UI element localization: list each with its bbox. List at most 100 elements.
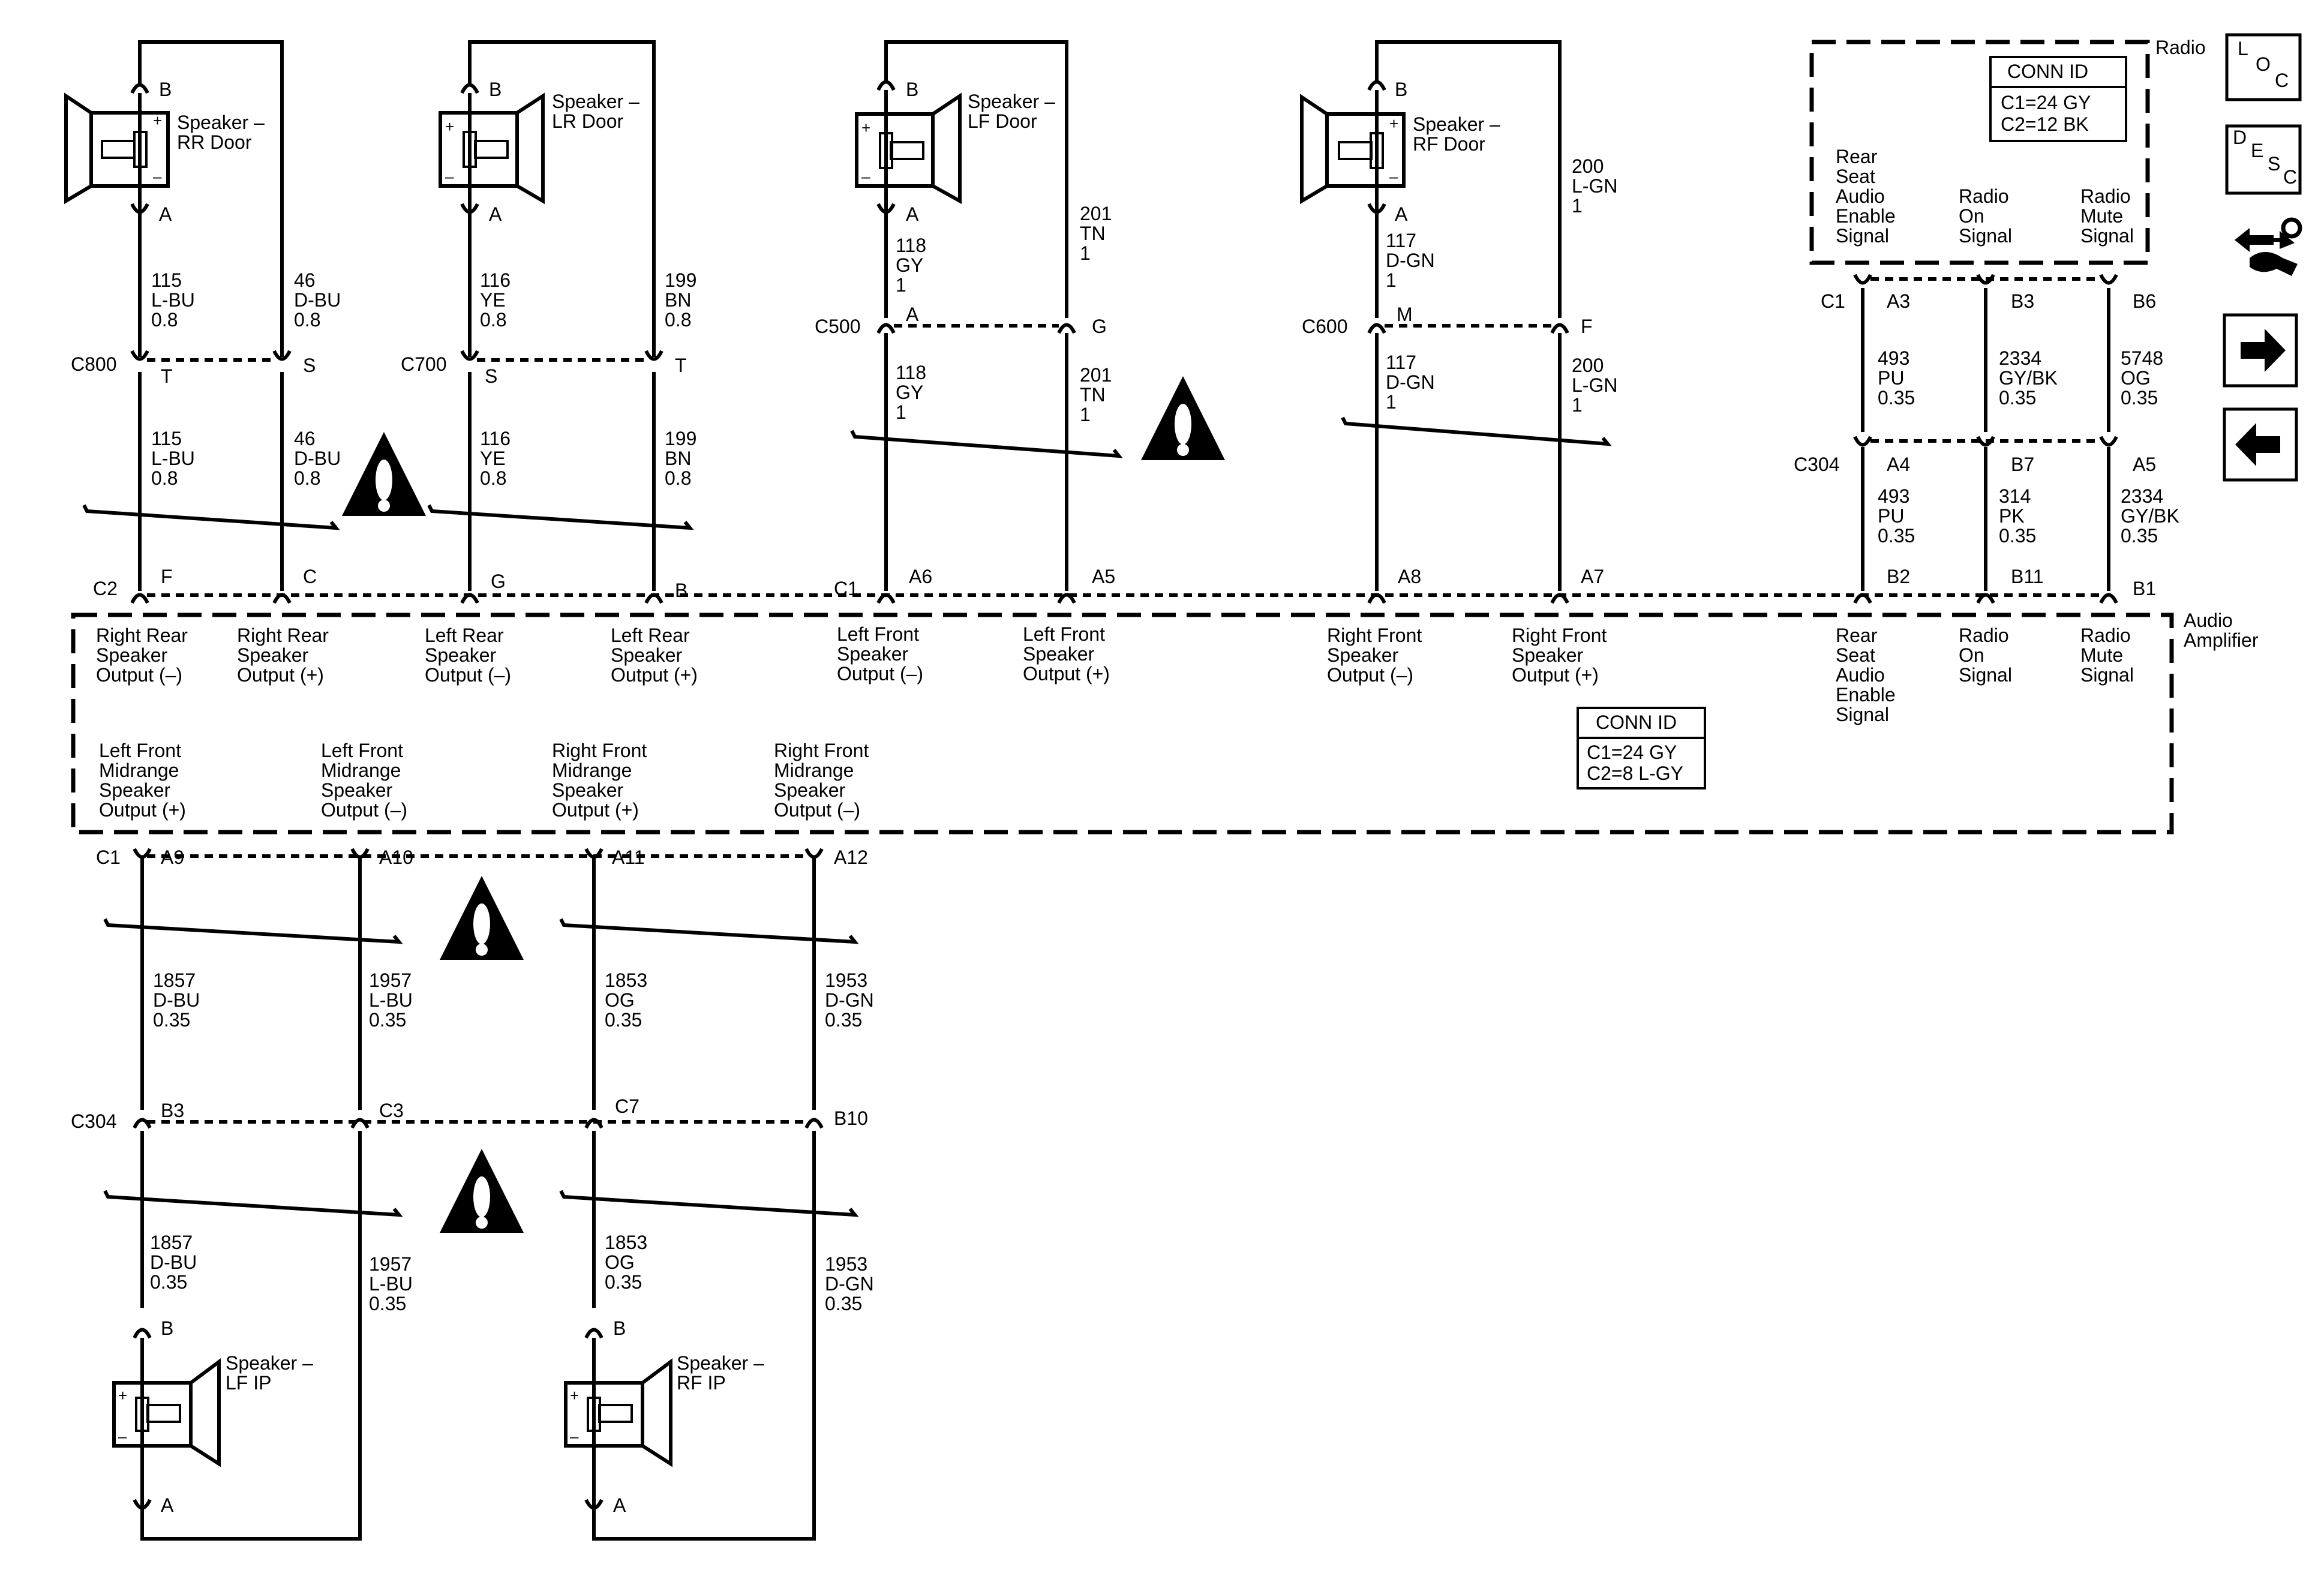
svg-text:1957: 1957: [369, 1253, 412, 1275]
arrow-left-icon[interactable]: [2223, 407, 2298, 482]
svg-text:C: C: [303, 566, 317, 587]
svg-text:116: 116: [480, 428, 511, 449]
svg-text:D-BU: D-BU: [150, 1251, 197, 1273]
svg-text:TN: TN: [1080, 384, 1106, 406]
svg-text:1853: 1853: [605, 969, 647, 991]
warning-icons: [342, 376, 1225, 1233]
svg-text:Signal: Signal: [2080, 225, 2134, 247]
svg-text:A: A: [489, 203, 502, 225]
radio-title: Radio: [2155, 37, 2206, 58]
svg-text:0.35: 0.35: [1878, 387, 1915, 409]
svg-text:F: F: [161, 566, 173, 587]
svg-text:A6: A6: [909, 566, 932, 587]
svg-text:115: 115: [151, 269, 182, 291]
arrow-right-icon[interactable]: [2223, 313, 2298, 388]
svg-text:B3: B3: [2011, 290, 2034, 312]
connector-c304-bottom: C304: [71, 1110, 117, 1132]
amp-output-rr-plus: Right Rear Speaker Output (+): [237, 625, 329, 686]
svg-text:Speaker: Speaker: [552, 779, 624, 801]
svg-text:0.35: 0.35: [369, 1009, 406, 1031]
svg-text:Left Front: Left Front: [837, 623, 919, 645]
warning-icon: [440, 876, 524, 960]
svg-text:Signal: Signal: [1959, 664, 2012, 686]
svg-text:2334: 2334: [2121, 485, 2163, 507]
svg-text:A7: A7: [1581, 566, 1604, 587]
svg-text:G: G: [491, 571, 506, 592]
svg-text:Enable: Enable: [1836, 684, 1896, 706]
svg-text:+: +: [118, 1386, 127, 1404]
svg-text:BN: BN: [665, 289, 691, 311]
svg-text:0.8: 0.8: [294, 467, 320, 489]
svg-text:GY/BK: GY/BK: [2121, 505, 2179, 527]
svg-text:Speaker: Speaker: [837, 643, 909, 665]
speaker-rf-label-2: RF Door: [1413, 133, 1485, 155]
svg-text:Seat: Seat: [1836, 166, 1875, 187]
svg-text:+: +: [861, 119, 870, 137]
connector-c500: C500: [815, 316, 861, 337]
svg-text:Speaker: Speaker: [1327, 644, 1399, 666]
svg-text:1: 1: [1080, 242, 1091, 264]
svg-text:–: –: [570, 1427, 579, 1445]
svg-text:1: 1: [1572, 394, 1583, 416]
svg-text:0.35: 0.35: [825, 1009, 862, 1031]
amplifier-title-1: Audio: [2184, 610, 2233, 631]
svg-text:Right Front: Right Front: [1512, 625, 1607, 646]
svg-text:Midrange: Midrange: [99, 760, 179, 781]
svg-text:0.8: 0.8: [665, 309, 691, 331]
svg-text:B: B: [161, 1317, 173, 1339]
svg-text:L-GN: L-GN: [1572, 374, 1617, 396]
svg-text:0.8: 0.8: [151, 467, 178, 489]
svg-text:YE: YE: [480, 289, 506, 311]
svg-text:A12: A12: [834, 846, 868, 868]
speaker-rr-label-1: Speaker –: [177, 112, 265, 133]
svg-text:0.35: 0.35: [369, 1293, 406, 1314]
svg-text:0.35: 0.35: [1878, 525, 1915, 547]
svg-text:Left Front: Left Front: [99, 740, 181, 761]
svg-text:GY/BK: GY/BK: [1999, 367, 2058, 389]
svg-text:T: T: [161, 365, 173, 387]
svg-text:1953: 1953: [825, 1253, 867, 1275]
svg-text:Radio: Radio: [2080, 185, 2131, 207]
svg-text:118: 118: [896, 362, 926, 383]
svg-text:B: B: [675, 580, 687, 601]
svg-text:0.35: 0.35: [1999, 387, 2036, 409]
speaker-rf-label-1: Speaker –: [1413, 113, 1500, 135]
speaker-rf-door: + – Speaker – RF Door: [1300, 90, 1500, 205]
svg-text:B11: B11: [2011, 566, 2044, 587]
svg-text:B: B: [906, 79, 918, 100]
svg-text:Radio: Radio: [2080, 625, 2131, 646]
svg-text:116: 116: [480, 269, 511, 291]
svg-text:200: 200: [1572, 355, 1604, 376]
svg-text:Signal: Signal: [2080, 664, 2134, 686]
svg-text:+: +: [570, 1386, 579, 1404]
svg-text:Output (–): Output (–): [96, 664, 182, 686]
svg-text:Output (+): Output (+): [237, 664, 324, 686]
svg-text:A: A: [613, 1494, 626, 1516]
nav-desc-button[interactable]: D E S C: [2225, 124, 2302, 195]
svg-text:A9: A9: [161, 846, 184, 868]
svg-text:A8: A8: [1398, 566, 1421, 587]
wire-label-46a: 46D-BU0.8: [294, 269, 341, 331]
svg-text:0.35: 0.35: [605, 1009, 642, 1031]
svg-text:–: –: [445, 167, 454, 185]
svg-text:B: B: [1395, 79, 1407, 100]
svg-text:B: B: [613, 1317, 626, 1339]
svg-text:493: 493: [1878, 347, 1909, 369]
svg-text:A: A: [159, 203, 172, 225]
svg-text:Right Front: Right Front: [774, 740, 869, 761]
svg-text:B1: B1: [2133, 578, 2156, 599]
speaker-lf-label-2: LF Door: [968, 110, 1037, 132]
nav-loc-button[interactable]: L O C: [2225, 33, 2302, 101]
svg-text:Speaker: Speaker: [96, 644, 168, 666]
component-wrench-icon[interactable]: [2235, 217, 2302, 276]
amp-output-lf-mid-minus: Left Front Midrange Speaker Output (–): [321, 740, 407, 821]
speaker-lr-label-1: Speaker –: [552, 91, 639, 112]
